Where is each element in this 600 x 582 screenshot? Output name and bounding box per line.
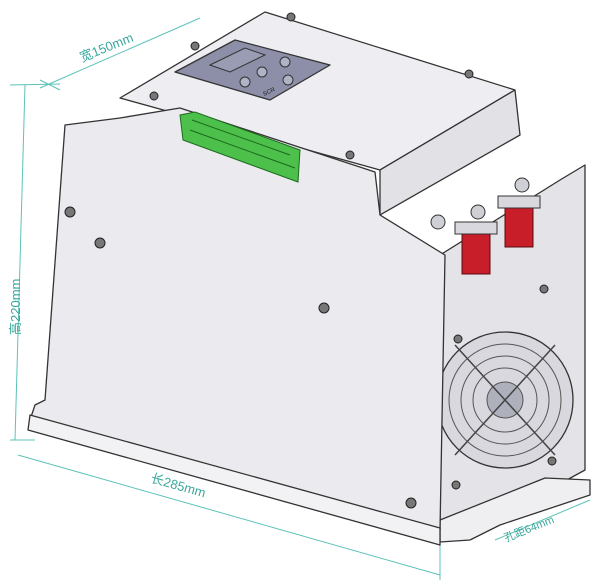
fuse — [461, 231, 491, 275]
dimension-lines — [9, 17, 591, 580]
panel-button[interactable] — [239, 76, 251, 88]
fuse — [504, 204, 534, 248]
fan-guard — [436, 331, 574, 469]
width-dimension-label: 宽150mm — [78, 30, 136, 65]
height-dimension-label: 高220mm — [8, 279, 23, 335]
panel-brand-mark: SCR — [262, 87, 277, 98]
panel-button[interactable] — [256, 66, 268, 78]
fuses — [430, 177, 541, 275]
display-screen — [208, 47, 267, 73]
top-box-side — [379, 89, 521, 216]
front-plate — [29, 107, 446, 531]
mounting-foot-left — [27, 414, 441, 546]
panel-button[interactable] — [282, 74, 294, 86]
terminal-block — [179, 111, 301, 183]
mounting-foot-right — [439, 477, 591, 543]
control-panel — [174, 39, 331, 101]
screws — [64, 12, 557, 509]
panel-button[interactable] — [279, 56, 291, 68]
